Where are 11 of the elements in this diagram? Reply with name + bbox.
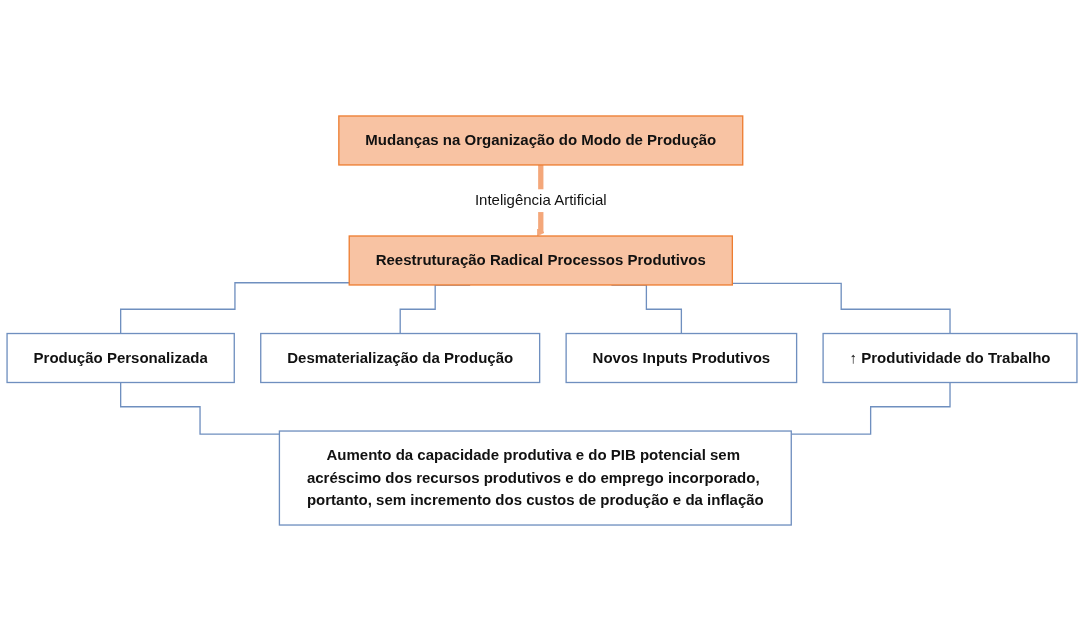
edge-label: Inteligência Artificial — [474, 191, 607, 209]
node-box: Aumento da capacidade produtiva e do PIB potencial sem acréscimo dos recursos produtivos e do emprego incorporado, portanto, sem incremento dos custos de produção e da inflação — [278, 430, 792, 526]
node-box: Desmaterialização da Produção — [260, 332, 541, 384]
node-box: ↑ Produtividade do Trabalho — [822, 332, 1078, 384]
node-box: Reestruturação Radical Processos Produtivos — [348, 235, 733, 286]
connector — [120, 282, 350, 335]
node-box: Produção Personalizada — [6, 332, 235, 384]
node-box: Mudanças na Organização do Modo de Produção — [338, 115, 744, 166]
connector — [731, 282, 951, 335]
node-box: Novos Inputs Produtivos — [565, 332, 798, 384]
connector — [790, 381, 951, 435]
